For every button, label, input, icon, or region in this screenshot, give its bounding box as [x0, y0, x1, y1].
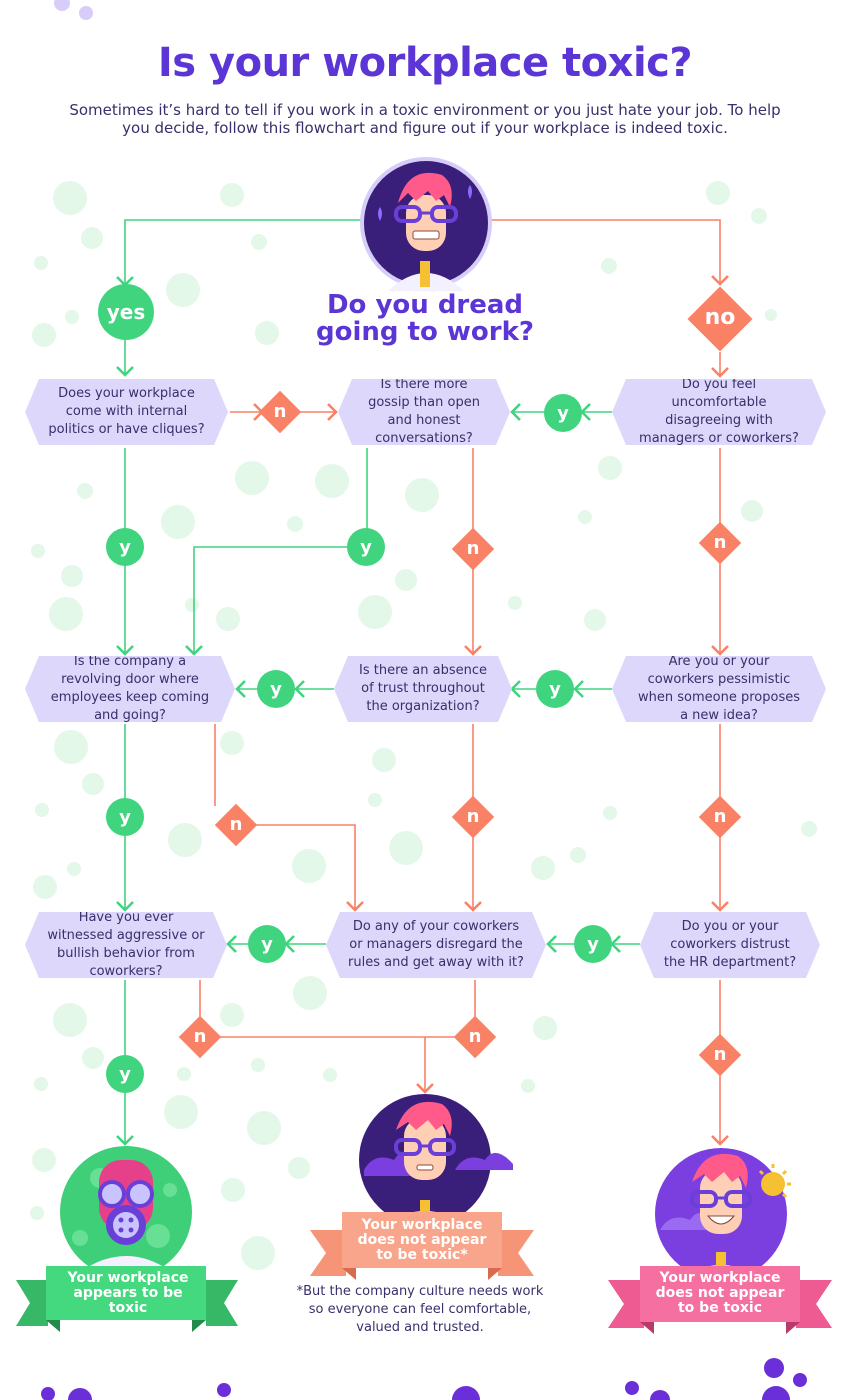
yes-badge: y [106, 798, 144, 836]
result-toxic: Your workplace appears to be toxic [67, 1270, 189, 1316]
question-politics: Does your workplace come with internal p… [25, 379, 228, 445]
start-no-badge: no [687, 286, 753, 352]
yes-badge: y [106, 528, 144, 566]
question-hr: Do you or your coworkers distrust the HR… [640, 912, 820, 978]
no-badge: n [698, 521, 742, 565]
worried-person-avatar [360, 157, 492, 291]
no-badge: n [698, 1033, 742, 1077]
no-badge: n [178, 1015, 222, 1059]
green-ribbon [16, 1266, 238, 1332]
question-trust: Is there an absence of trust throughout … [334, 656, 512, 722]
yes-badge: y [544, 394, 582, 432]
yes-badge: y [347, 528, 385, 566]
yes-badge: y [536, 670, 574, 708]
start-question: Do you dread going to work? [316, 290, 534, 347]
no-badge: n [258, 390, 302, 434]
no-badge: n [451, 795, 495, 839]
start-yes-badge: yes [98, 284, 154, 340]
page-title: Is your workplace toxic? [157, 40, 693, 86]
peach-ribbon [310, 1212, 534, 1280]
yes-badge: y [257, 670, 295, 708]
result-not-toxic: Your workplace does not appear to be tox… [655, 1270, 785, 1316]
question-pessimistic: Are you or your coworkers pessimistic wh… [612, 656, 826, 722]
no-badge: n [698, 795, 742, 839]
result-needs-work: Your workplace does not appear to be tox… [357, 1217, 487, 1263]
no-badge: n [453, 1015, 497, 1059]
question-gossip: Is there more gossip than open and hones… [338, 379, 510, 445]
question-rules: Do any of your coworkers or managers dis… [326, 912, 546, 978]
happy-person-avatar [655, 1148, 791, 1280]
yes-badge: y [248, 925, 286, 963]
yes-badge: y [106, 1055, 144, 1093]
yes-badge: y [574, 925, 612, 963]
page-subtitle: Sometimes it’s hard to tell if you work … [69, 101, 781, 137]
question-revolving-door: Is the company a revolving door where em… [25, 656, 235, 722]
footnote: *But the company culture needs work so e… [296, 1284, 544, 1335]
frowning-person-avatar [359, 1094, 513, 1226]
no-badge: n [451, 527, 495, 571]
question-disagree: Do you feel uncomfortable disagreeing wi… [612, 379, 826, 445]
gas-mask-avatar [60, 1146, 192, 1278]
question-aggressive: Have you ever witnessed aggressive or bu… [25, 912, 227, 978]
pink-ribbon [608, 1266, 832, 1334]
no-badge: n [214, 803, 258, 847]
